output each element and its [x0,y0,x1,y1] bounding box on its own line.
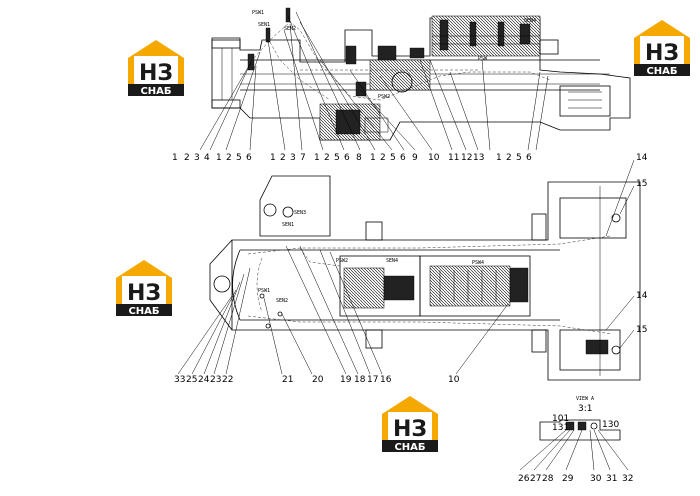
callout-top-5e: 5 [390,153,396,163]
view-a-callout-32: 32 [622,474,633,484]
tag-sen3: SEN3 [294,210,306,216]
callout-top-6e: 6 [400,153,406,163]
logo-watermark-1: НЗ СНАБ [128,40,184,97]
callout-top-2b: 2 [226,153,232,163]
callout-bottom-21: 21 [282,375,293,385]
callout-top-1a: 1 [172,153,178,163]
callout-bottom-25: 25 [186,375,197,385]
logo-2-mark: НЗ [645,41,679,66]
view-a-label-101: 101 [552,414,569,424]
tag-sen2-bottom: SEN2 [276,298,288,304]
callout-top-1c: 1 [270,153,276,163]
tag-sen1-top: SEN1 [258,22,270,28]
callout-bottom-15b: 15 [636,325,647,335]
view-a-detail: VIEW A 3:1 101 131 130 26 27 28 29 30 31… [518,396,633,484]
callout-top-2e: 2 [380,153,386,163]
logo-1-mark: НЗ [139,61,173,86]
callout-top-5d: 5 [334,153,340,163]
callout-top-8d: 8 [356,153,362,163]
callout-top-5b: 5 [236,153,242,163]
callout-top-1b: 1 [216,153,222,163]
callout-top-2a: 2 [184,153,190,163]
logo-1-subtitle: СНАБ [140,86,171,97]
callout-top-11: 11 [448,153,459,163]
bottom-leader-lines [177,159,635,375]
callout-top-3a: 3 [194,153,200,163]
callout-top-2c: 2 [280,153,286,163]
callout-bottom-22: 22 [222,375,233,385]
logo-watermark-4: НЗ СНАБ [382,396,438,453]
view-a-title: VIEW A [576,396,594,402]
logo-4-subtitle: СНАБ [394,442,425,453]
view-a-callout-28: 28 [542,474,554,484]
callout-top-3c: 3 [290,153,296,163]
callout-top-13: 13 [473,153,484,163]
view-a-label-130: 130 [602,420,619,430]
view-a-callout-26: 26 [518,474,530,484]
view-a-callout-27: 27 [530,474,541,484]
callout-bottom-14b: 14 [636,291,648,301]
callout-bottom-17: 17 [367,375,378,385]
callout-top-2d: 2 [324,153,330,163]
view-a-leaders [519,429,629,471]
callout-bottom-15a: 15 [636,179,647,189]
logo-2-subtitle: СНАБ [646,66,677,77]
callout-top-9: 9 [412,153,418,163]
tag-psw-top: PSW [478,56,488,62]
view-a-callout-29: 29 [562,474,574,484]
tag-sen1-bottom-left: SEN1 [282,222,294,228]
callout-bottom-19: 19 [340,375,352,385]
callout-top-6d: 6 [344,153,350,163]
callout-top-4a: 4 [204,153,210,163]
callout-bottom-20: 20 [312,375,324,385]
tag-psw1-top: PSW1 [252,10,264,16]
callout-top-5f: 5 [516,153,522,163]
tag-psw4: PSW4 [472,260,484,266]
callout-bottom-33: 33 [174,375,185,385]
logo-watermark-2: НЗ СНАБ [634,20,690,77]
callout-top-6f: 6 [526,153,532,163]
tag-sen4-bottom: SEN4 [386,258,398,264]
callout-top-6b: 6 [246,153,252,163]
tag-sen2-top: SEN2 [284,26,296,32]
bottom-view: SEN3 SEN1 PSW1 SEN2 PSW2 SEN4 PSW4 14 [174,153,648,385]
tag-psw2-bottom: PSW2 [336,258,348,264]
callout-bottom-23: 23 [210,375,221,385]
logo-3-mark: НЗ [127,281,161,306]
view-a-callout-30: 30 [590,474,602,484]
callout-bottom-18: 18 [354,375,366,385]
logo-3-subtitle: СНАБ [128,306,159,317]
callout-top-1e: 1 [370,153,376,163]
callout-top-10: 10 [428,153,440,163]
callout-top-7c: 7 [300,153,306,163]
logo-watermark-3: НЗ СНАБ [116,260,172,317]
callout-bottom-10: 10 [448,375,460,385]
top-view: PSW1 SEN1 SEN2 PSW2 PSW SEN4 [172,7,631,163]
tag-psw2-top: PSW2 [378,94,390,100]
tag-sen4-top: SEN4 [524,18,536,24]
callout-top-2f: 2 [506,153,512,163]
callout-top-1d: 1 [314,153,320,163]
callout-bottom-16: 16 [380,375,392,385]
logo-4-mark: НЗ [393,417,427,442]
callout-top-12: 12 [461,153,472,163]
callout-bottom-14a: 14 [636,153,648,163]
view-a-callout-31: 31 [606,474,617,484]
view-a-label-131: 131 [552,423,569,433]
callout-bottom-24: 24 [198,375,210,385]
top-leader-lines [199,11,549,151]
tag-psw1-bottom: PSW1 [258,288,270,294]
view-a-scale: 3:1 [578,404,592,414]
callout-top-1f: 1 [496,153,502,163]
